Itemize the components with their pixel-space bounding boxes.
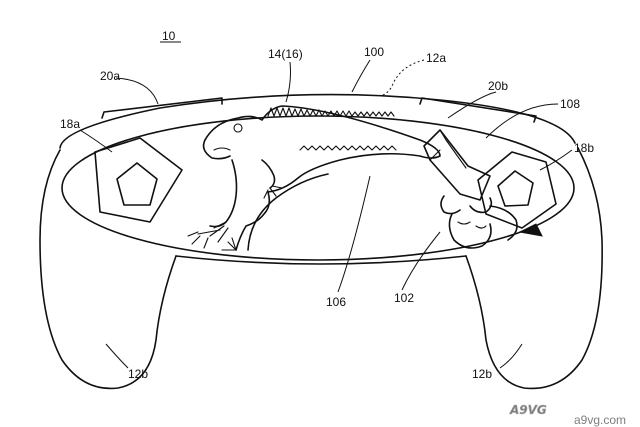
label-character: 102	[394, 291, 414, 305]
left-pad	[94, 137, 183, 223]
character-figure	[423, 129, 543, 249]
label-controller-body: 100	[364, 45, 384, 59]
right-pentagon-icon	[497, 170, 534, 207]
label-screen-content: 14(16)	[268, 47, 303, 61]
creature-figure	[187, 105, 441, 251]
label-left-button: 20a	[100, 69, 120, 83]
left-shoulder-button	[101, 97, 223, 119]
watermark-brand: A9VG	[509, 403, 547, 417]
label-right-pad: 18b	[574, 141, 594, 155]
label-ref-main: 10	[162, 29, 176, 43]
right-pad	[477, 151, 557, 229]
leader-lines	[79, 41, 573, 369]
right-shoulder-button	[419, 97, 537, 123]
label-right-grip: 12b	[472, 367, 492, 381]
label-character-hand: 108	[560, 97, 580, 111]
reference-labels: 10 14(16) 100 12a 20a 20b 108 18a 18b 10…	[60, 29, 594, 381]
label-creature: 106	[326, 295, 346, 309]
right-grip	[465, 147, 603, 390]
left-pentagon-icon	[116, 162, 158, 206]
left-grip	[39, 149, 177, 390]
watermark: A9VG a9vg.com	[509, 403, 626, 427]
controller-body	[39, 93, 603, 390]
label-right-button: 20b	[488, 79, 508, 93]
label-top-surface: 12a	[426, 51, 446, 65]
screen-ellipse	[61, 115, 575, 261]
label-left-pad: 18a	[60, 117, 80, 131]
watermark-url: a9vg.com	[574, 413, 626, 427]
label-left-grip: 12b	[128, 367, 148, 381]
